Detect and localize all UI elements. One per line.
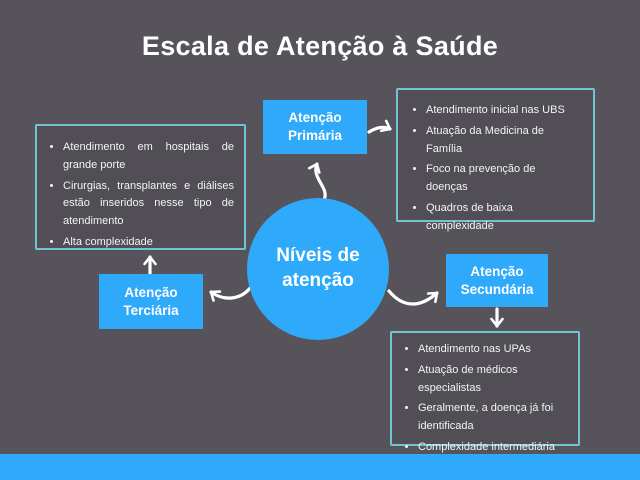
bullet-item: Atuação da Medicina de Família bbox=[426, 123, 577, 159]
bullet-item: Atuação de médicos especialistas bbox=[418, 362, 566, 398]
bullet-item: Geralmente, a doença já foi identificada bbox=[418, 400, 566, 436]
tertiary-details-list: Atendimento em hospitais de grande porte… bbox=[37, 126, 244, 263]
arrow-center-to-secondary-icon bbox=[387, 289, 439, 306]
arrow-center-to-primary-icon bbox=[307, 162, 327, 202]
secondary-details-list: Atendimento nas UPAsAtuação de médicos e… bbox=[392, 333, 578, 466]
node-atencao-secundaria: Atenção Secundária bbox=[446, 254, 548, 307]
node-atencao-terciaria: Atenção Terciária bbox=[99, 274, 203, 329]
bottom-accent-bar bbox=[0, 454, 640, 480]
bullet-item: Atendimento em hospitais de grande porte bbox=[63, 139, 234, 175]
bullet-item: Quadros de baixa complexidade bbox=[426, 200, 577, 236]
bullet-item: Foco na prevenção de doenças bbox=[426, 161, 577, 197]
bullet-item: Alta complexidade bbox=[63, 234, 234, 252]
arrow-center-to-tertiary-icon bbox=[209, 282, 255, 302]
central-node-niveis-de-atencao: Níveis de atenção bbox=[247, 198, 389, 340]
arrow-primary-to-details-icon bbox=[367, 119, 392, 134]
page-title: Escala de Atenção à Saúde bbox=[141, 31, 499, 61]
secondary-details-box: Atendimento nas UPAsAtuação de médicos e… bbox=[390, 331, 580, 453]
primary-details-list: Atendimento inicial nas UBS Atuação da Me… bbox=[398, 90, 593, 247]
bullet-item: Atendimento inicial nas UBS bbox=[426, 102, 577, 120]
tertiary-details-box: Atendimento em hospitais de grande porte… bbox=[35, 124, 246, 250]
bullet-item: Atendimento nas UPAs bbox=[418, 341, 566, 359]
bullet-item: Cirurgias, transplantes e diálises estão… bbox=[63, 178, 234, 231]
bullet-item: Complexidade intermediária bbox=[418, 439, 566, 457]
node-atencao-primaria: Atenção Primária bbox=[263, 100, 367, 154]
primary-details-box: Atendimento inicial nas UBS Atuação da Me… bbox=[396, 88, 595, 232]
